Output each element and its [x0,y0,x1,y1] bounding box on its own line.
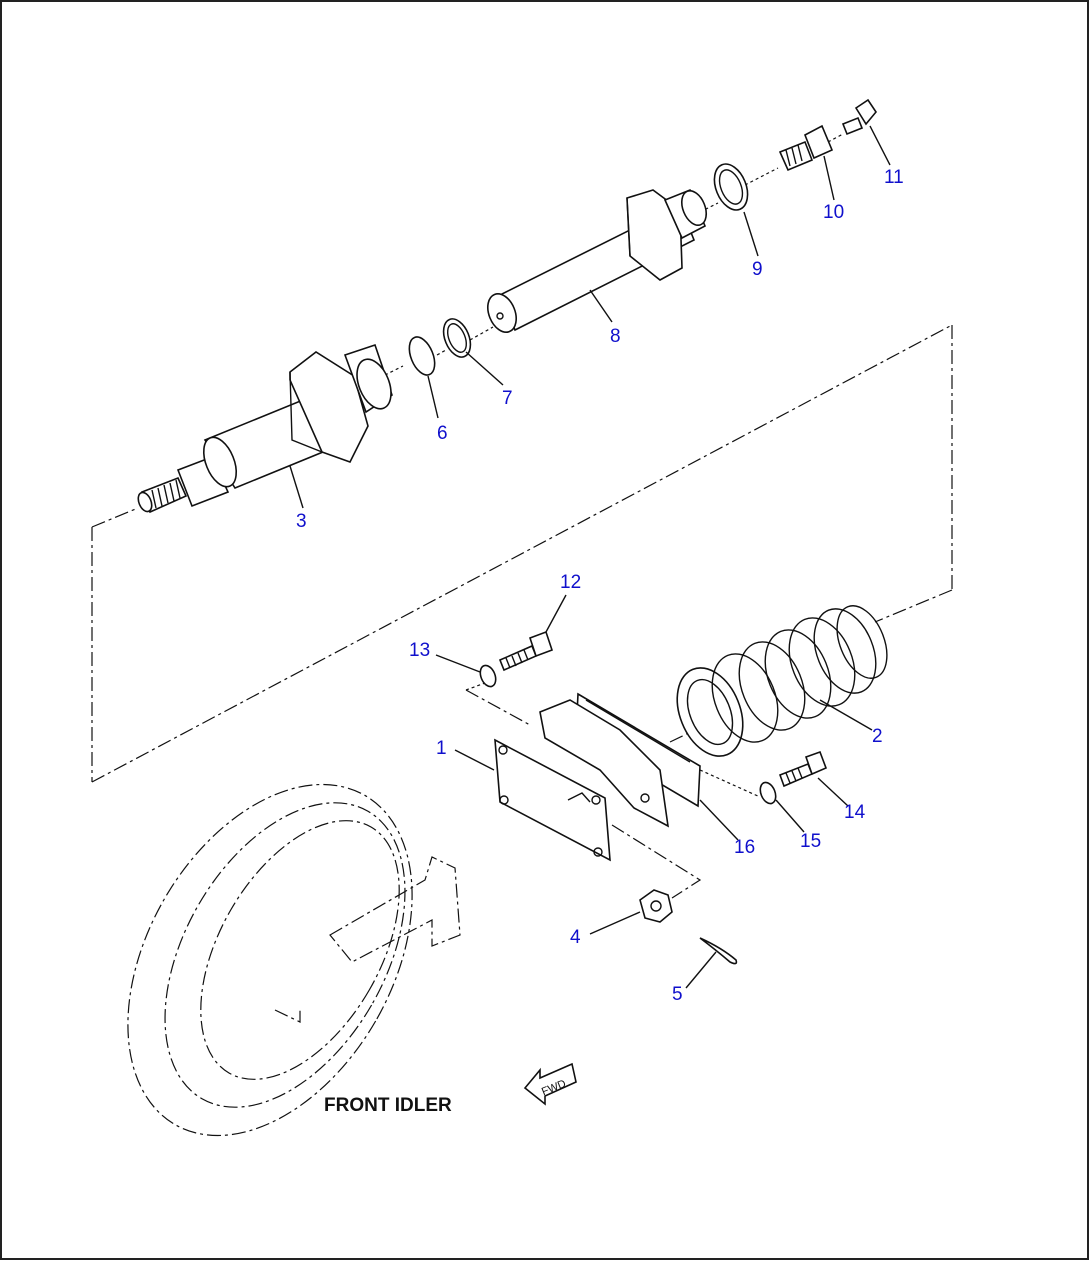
callout-6: 6 [437,423,448,444]
o-ring-part [408,336,436,376]
callouts: 1 2 3 4 5 6 7 8 9 10 11 12 13 14 15 16 [296,167,904,1005]
spring-part [676,605,888,757]
bolt-upper-part [498,630,554,672]
valve-part [778,124,834,172]
callout-9: 9 [752,259,763,280]
bracket-part [494,699,670,862]
washer-lower-part [759,781,777,805]
callout-3: 3 [296,511,307,532]
callout-2: 2 [872,726,883,747]
diagram-caption: FRONT IDLER [324,1095,452,1116]
callout-12: 12 [560,572,581,593]
cotter-pin-part [699,937,738,965]
fwd-arrow: FWD [523,1062,577,1106]
cylinder-part [487,188,708,333]
front-idler [127,783,461,1137]
grease-fitting-part [841,98,877,136]
ring-part [713,163,749,211]
snap-ring-part [442,318,472,358]
callout-4: 4 [570,927,581,948]
callout-10: 10 [823,202,844,223]
callout-16: 16 [734,837,755,858]
callout-8: 8 [610,326,621,347]
callout-1: 1 [436,738,447,759]
leader-lines [289,125,891,989]
callout-11: 11 [884,167,904,188]
washer-upper-part [479,664,497,688]
rod-part [137,343,393,514]
nut-part [639,889,673,923]
callout-7: 7 [502,388,513,409]
callout-5: 5 [672,984,683,1005]
bolt-lower-part [778,750,828,788]
callout-13: 13 [409,640,430,661]
callout-14: 14 [844,802,866,823]
callout-15: 15 [800,831,821,852]
assembly-lines [91,133,953,899]
